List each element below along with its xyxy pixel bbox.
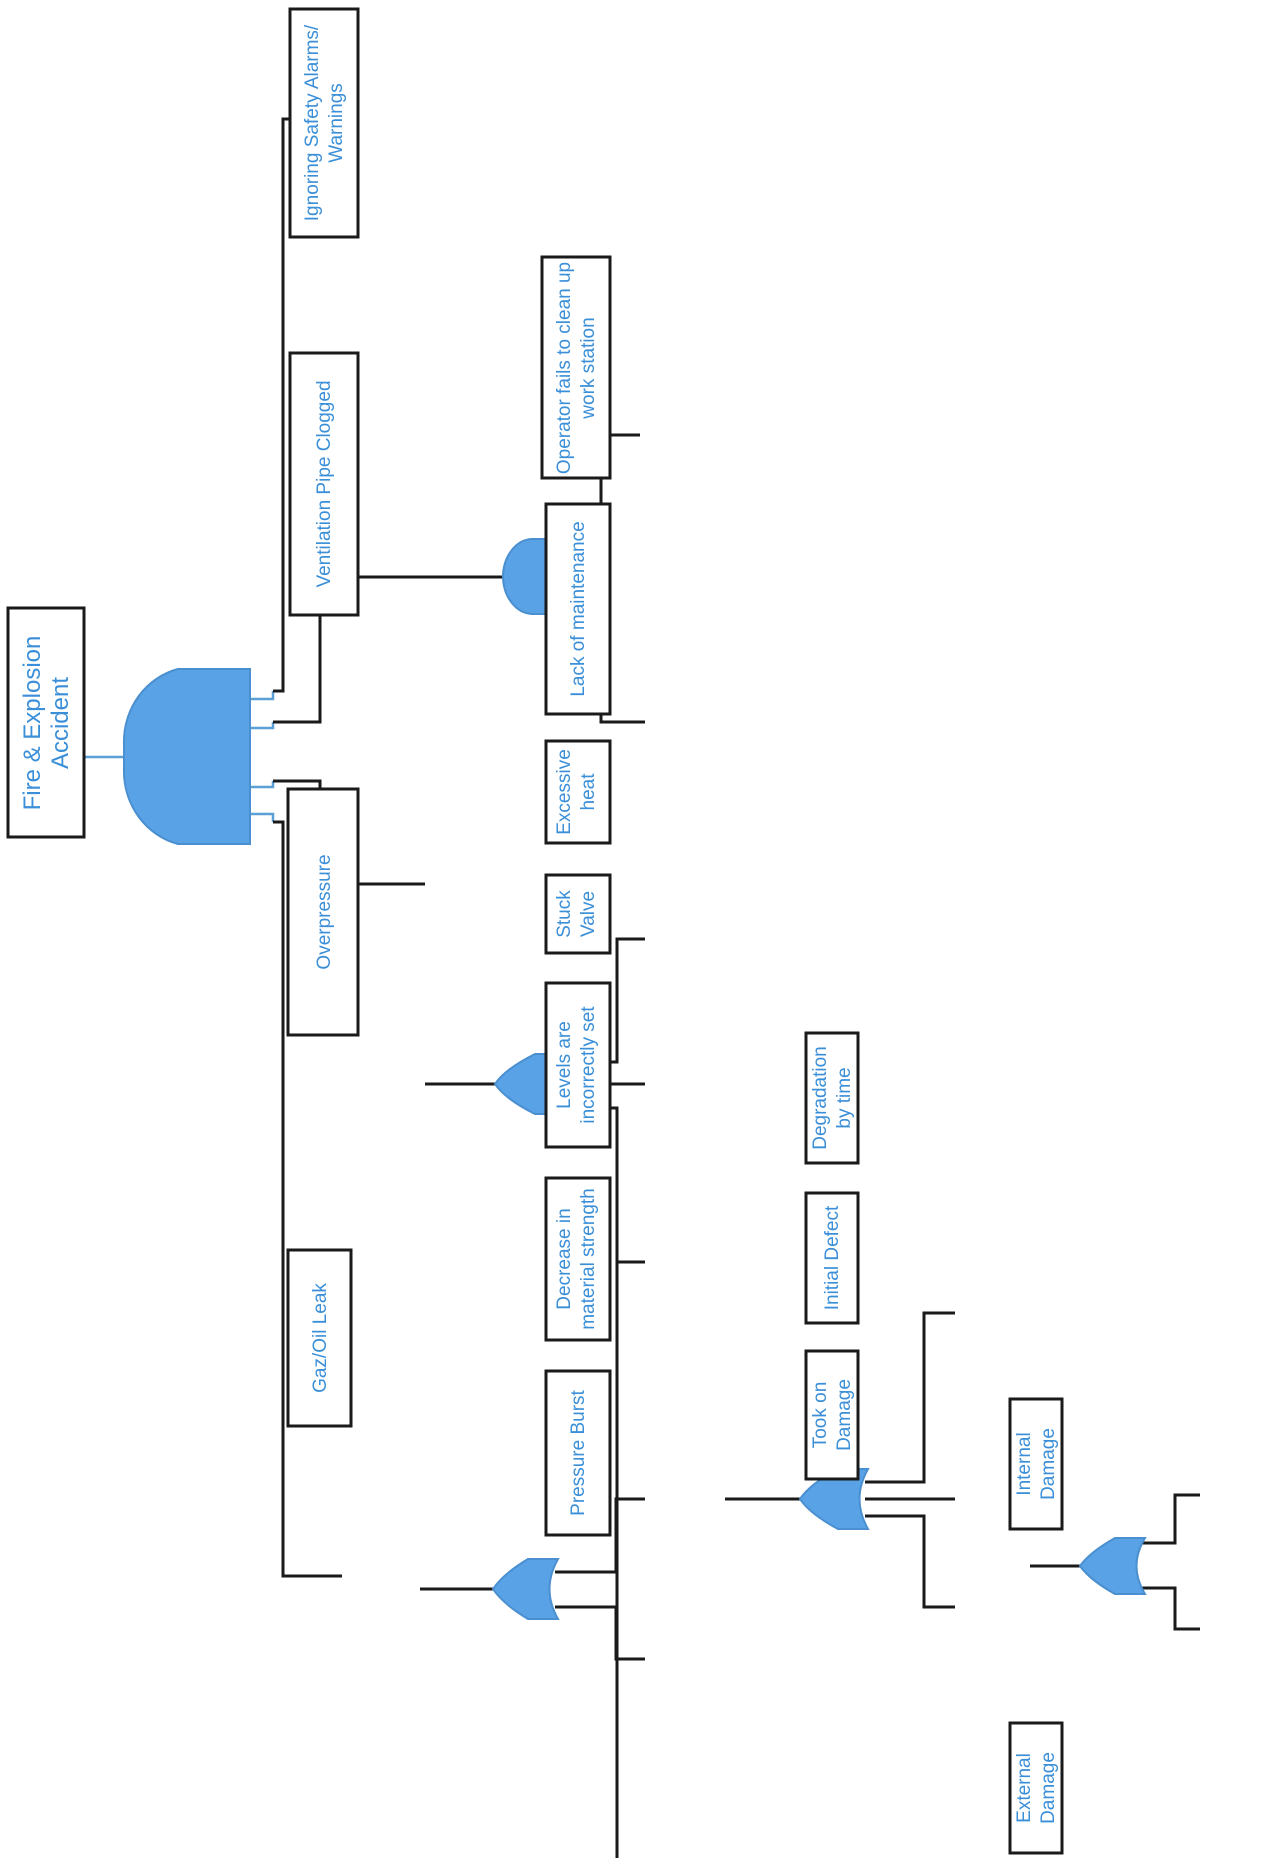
svg-text:Ventilation Pipe Clogged: Ventilation Pipe Clogged <box>314 380 335 587</box>
event-decrease-strength: Decrease in material strength <box>544 1176 612 1342</box>
svg-text:Warnings: Warnings <box>326 83 347 163</box>
event-took-damage: Took on Damage <box>804 1349 860 1481</box>
event-gaz-oil-leak: Gaz/Oil Leak <box>286 1248 353 1428</box>
svg-text:Damage: Damage <box>834 1379 855 1451</box>
svg-text:Stuck: Stuck <box>554 890 575 938</box>
svg-text:Degradation: Degradation <box>810 1046 831 1150</box>
svg-text:External: External <box>1014 1753 1035 1823</box>
event-initial-defect: Initial Defect <box>804 1191 860 1325</box>
event-pressure-burst: Pressure Burst <box>544 1369 612 1537</box>
svg-text:by time: by time <box>834 1067 855 1128</box>
svg-text:Took on: Took on <box>810 1382 831 1449</box>
event-levels-incorrect: Levels are incorrectly set <box>544 981 612 1149</box>
svg-text:Operator fails to clean up: Operator fails to clean up <box>554 262 575 474</box>
svg-text:Damage: Damage <box>1038 1752 1059 1824</box>
or-gate-gaz-oil <box>491 1558 560 1620</box>
svg-text:Valve: Valve <box>578 891 599 937</box>
event-ventilation: Ventilation Pipe Clogged <box>288 351 360 617</box>
svg-text:Decrease in: Decrease in <box>554 1208 575 1309</box>
event-root: Fire & Explosion Accident <box>6 606 86 839</box>
and-gate-root <box>122 668 251 845</box>
event-excessive-heat: Excessive heat <box>544 739 612 845</box>
svg-text:Lack of maintenance: Lack of maintenance <box>568 521 589 696</box>
event-degradation: Degradation by time <box>804 1031 860 1165</box>
event-internal-damage: Internal Damage <box>1008 1397 1064 1531</box>
event-stuck-valve: Stuck Valve <box>544 873 612 955</box>
or-gate-decrease-strength <box>798 1468 870 1530</box>
or-gate-took-damage <box>1078 1537 1147 1595</box>
event-overpressure: Overpressure <box>286 787 360 1037</box>
event-ignoring-alarms: Ignoring Safety Alarms/ Warnings <box>288 7 360 239</box>
gates <box>122 538 1147 1620</box>
connector-lines <box>84 117 1200 1858</box>
svg-text:material strength: material strength <box>578 1188 599 1330</box>
svg-text:Internal: Internal <box>1014 1432 1035 1495</box>
event-lack-maintenance: Lack of maintenance <box>544 502 612 716</box>
event-external-damage: External Damage <box>1008 1721 1064 1855</box>
event-operator-fails: Operator fails to clean up work station <box>540 255 612 480</box>
svg-text:heat: heat <box>578 773 599 811</box>
svg-text:Pressure Burst: Pressure Burst <box>568 1389 589 1515</box>
svg-text:Excessive: Excessive <box>554 749 575 835</box>
svg-text:work station: work station <box>578 317 599 419</box>
root-label-line2: Accident <box>47 677 74 769</box>
svg-text:Levels are: Levels are <box>554 1021 575 1109</box>
svg-text:Initial Defect: Initial Defect <box>822 1205 843 1310</box>
svg-text:Ignoring Safety Alarms/: Ignoring Safety Alarms/ <box>302 24 323 221</box>
root-label-line1: Fire & Explosion <box>19 636 46 811</box>
svg-text:Overpressure: Overpressure <box>314 854 335 969</box>
svg-text:Damage: Damage <box>1038 1428 1059 1500</box>
svg-text:incorrectly set: incorrectly set <box>578 1006 599 1124</box>
svg-text:Gaz/Oil Leak: Gaz/Oil Leak <box>310 1283 331 1393</box>
